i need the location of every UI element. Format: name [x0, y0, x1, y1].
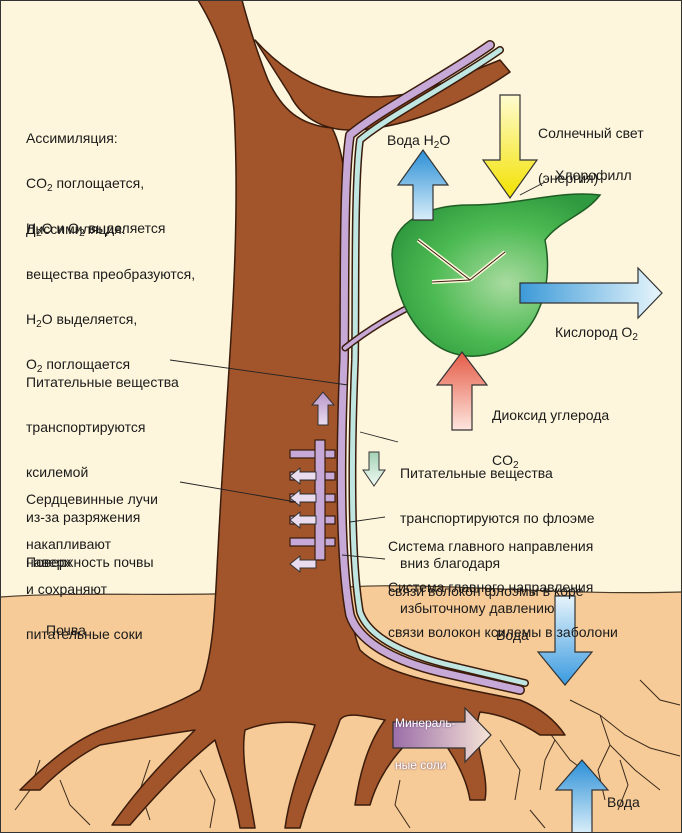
minerals-label: Минераль- ные соли: [395, 688, 456, 786]
dissimilation-h: H: [26, 311, 36, 327]
co2-line1: Диоксид углерода: [492, 408, 609, 423]
medullary-rays-line1: Сердцевинные лучи: [26, 492, 158, 507]
medullary-rays-line2: накапливают: [26, 537, 158, 552]
dissimilation-line1: Диссимиляция:: [26, 222, 195, 237]
water-up-label: Вода: [607, 795, 640, 810]
soil-surface-label: Поверхность почвы: [26, 555, 154, 570]
water-top-text: Вода H: [387, 132, 434, 148]
oxygen-text: Кислород O: [555, 324, 632, 340]
water-down-label: Вода: [496, 628, 529, 643]
xylem-system-line1: Система главного направления: [388, 580, 618, 595]
phloem-transport-line1: Питательные вещества: [400, 466, 594, 481]
assimilation-absorbed: поглощается,: [53, 175, 145, 191]
oxygen-label: Кислород O2: [555, 325, 638, 340]
assimilation-line2: CO2 поглощается,: [26, 176, 165, 191]
xylem-transport-line2: транспортируются: [26, 420, 179, 435]
minerals-line1: Минераль-: [395, 716, 456, 730]
assimilation-co: CO: [26, 175, 47, 191]
dissimilation-line3: H2O выделяется,: [26, 312, 195, 327]
dissimilation-released: O выделяется,: [42, 311, 138, 327]
chlorophyll-label: Хлорофилл: [555, 168, 632, 183]
sunlight-label: Солнечный свет (энергия): [538, 96, 644, 201]
minerals-line2: ные соли: [395, 758, 456, 772]
xylem-transport-line1: Питательные вещества: [26, 375, 179, 390]
assimilation-line1: Ассимиляция:: [26, 131, 165, 146]
oxygen-sub: 2: [632, 332, 638, 343]
water-top-label: Вода H2O: [387, 133, 450, 148]
dissimilation-line2: вещества преобразуются,: [26, 267, 195, 282]
medullary-rays-line3: и сохраняют: [26, 582, 158, 597]
sunlight-line1: Солнечный свет: [538, 126, 644, 141]
water-top-o: O: [439, 132, 450, 148]
soil-label: Почва: [46, 623, 86, 638]
